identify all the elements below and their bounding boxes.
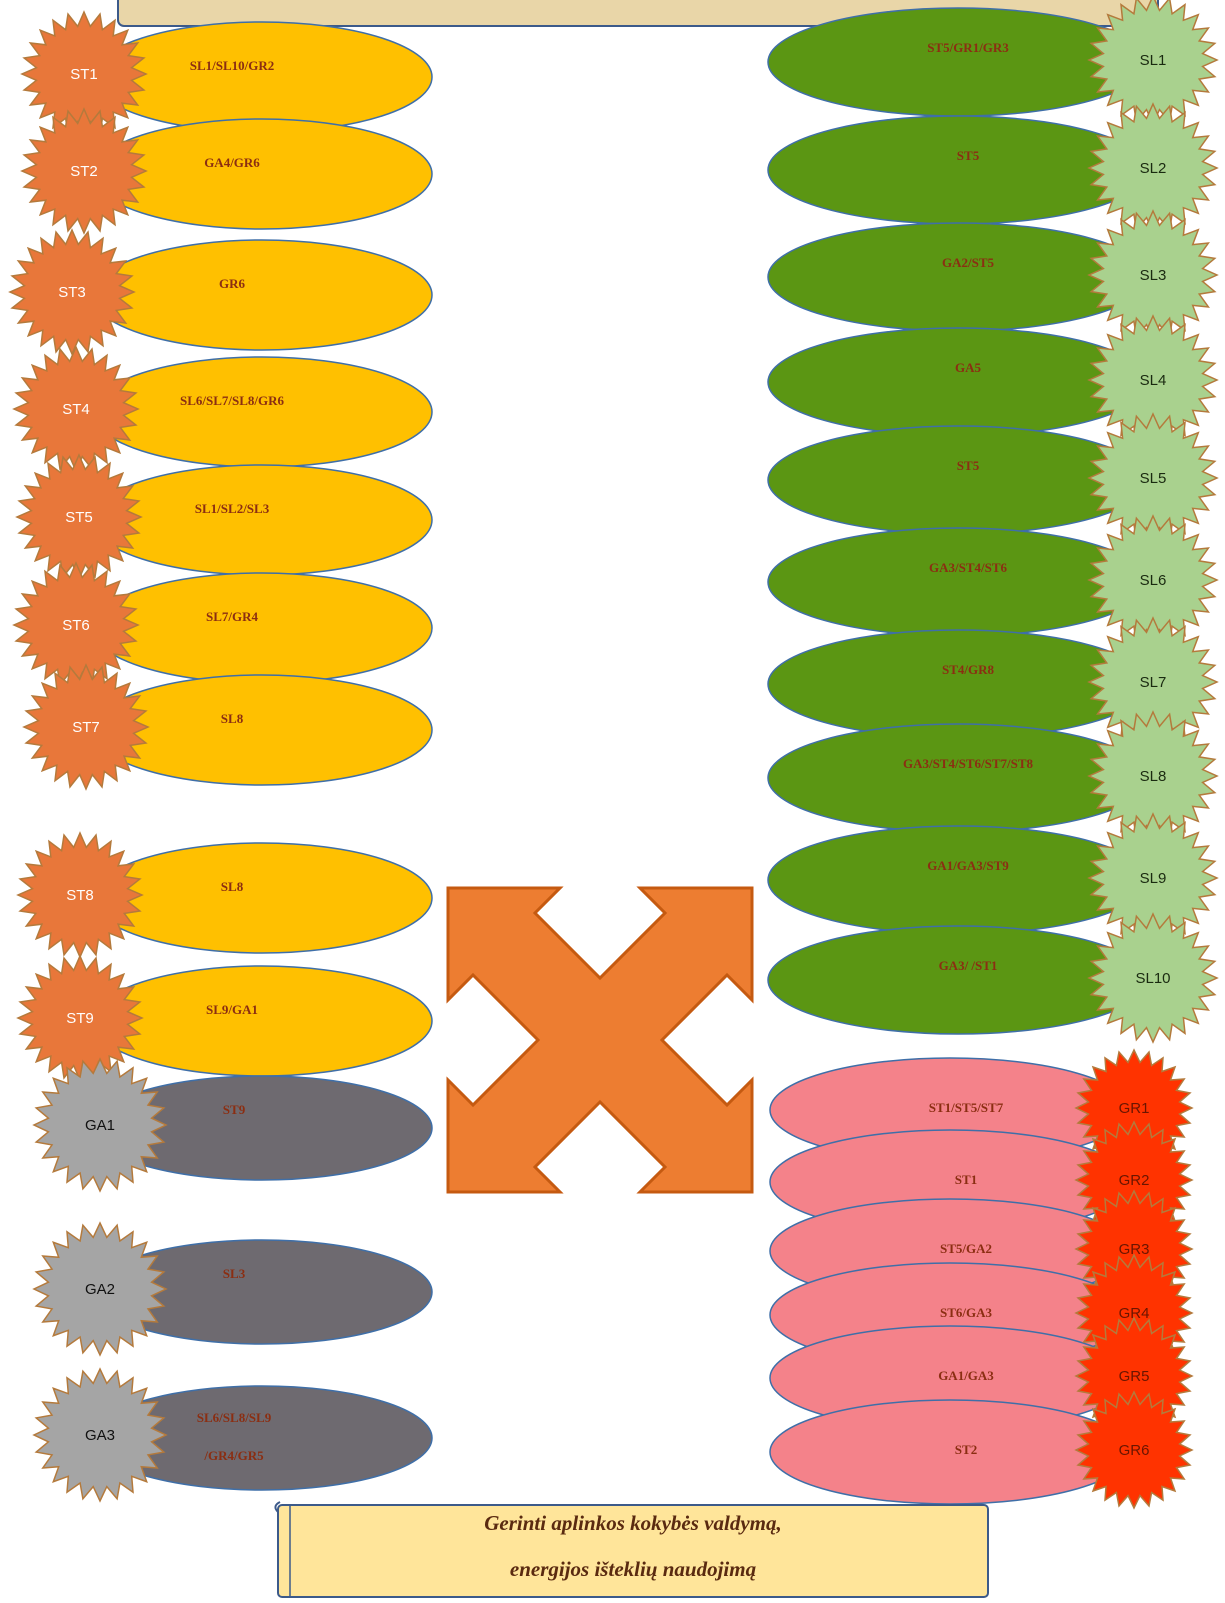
st-oval-9: SL9/GA1 — [92, 966, 432, 1076]
ga-oval-label: SL6/SL8/SL9 — [197, 1410, 272, 1425]
sl-oval-6: GA3/ST4/ST6 — [768, 528, 1148, 636]
st-star-st3: ST3 — [10, 230, 134, 354]
st-star-st2: ST2 — [22, 109, 146, 233]
sl-oval-label: GA5 — [955, 360, 982, 375]
sl-star-label: SL5 — [1140, 470, 1167, 487]
gr-oval-label: ST5/GA2 — [940, 1241, 992, 1256]
sl-star-label: SL7 — [1140, 674, 1167, 691]
sl-star-label: SL1 — [1140, 52, 1167, 69]
gr-oval-label: ST1 — [955, 1172, 977, 1187]
sl-star-label: SL4 — [1140, 372, 1167, 389]
gr-oval-label: ST1/ST5/ST7 — [929, 1100, 1004, 1115]
st-oval-label: SL9/GA1 — [206, 1002, 258, 1017]
st-oval-3: GR6 — [92, 240, 432, 350]
st-oval-label: SL1/SL2/SL3 — [195, 501, 270, 516]
gr-star-label: GR5 — [1119, 1368, 1150, 1385]
st-star-st7: ST7 — [24, 665, 148, 789]
sl-oval-3: GA2/ST5 — [768, 223, 1148, 331]
sl-star-label: SL8 — [1140, 768, 1167, 785]
st-oval-label: SL8 — [221, 879, 244, 894]
gr-oval-label: ST6/GA3 — [940, 1305, 993, 1320]
gr-oval-6: ST2 — [770, 1400, 1130, 1504]
gr-star-label: GR2 — [1119, 1172, 1150, 1189]
ga-star-label: GA3 — [85, 1427, 115, 1444]
st-oval-1: SL1/SL10/GR2 — [92, 22, 432, 132]
ga-oval-label: SL3 — [223, 1266, 246, 1281]
sl-star-label: SL3 — [1140, 267, 1167, 284]
sl-oval-label: ST5/GR1/GR3 — [927, 40, 1009, 55]
sl-star-label: SL2 — [1140, 160, 1167, 177]
sl-star-label: SL6 — [1140, 572, 1167, 589]
center-quad-arrow-shape — [448, 888, 752, 1192]
ga-star-ga3: GA3 — [34, 1369, 166, 1501]
st-star-label: ST9 — [66, 1010, 94, 1027]
sl-oval-label: ST4/GR8 — [942, 662, 995, 677]
gr-star-label: GR1 — [1119, 1100, 1150, 1117]
st-star-label: ST2 — [70, 163, 98, 180]
ga-star-ga1: GA1 — [34, 1059, 166, 1191]
st-oval-label: GR6 — [219, 276, 246, 291]
st-star-label: ST6 — [62, 617, 90, 634]
sl-star-sl10: SL10 — [1089, 914, 1217, 1042]
banner-line-1: Gerinti aplinkos kokybės valdymą, — [484, 1511, 782, 1535]
st-star-label: ST1 — [70, 66, 98, 83]
st-oval-8: SL8 — [92, 843, 432, 953]
ga-star-label: GA1 — [85, 1117, 115, 1134]
ga-star-label: GA2 — [85, 1281, 115, 1298]
st-star-label: ST4 — [62, 401, 90, 418]
sl-oval-10: GA3/ /ST1 — [768, 926, 1148, 1034]
sl-oval-2: ST5 — [768, 116, 1148, 224]
st-oval-label: SL6/SL7/SL8/GR6 — [180, 393, 285, 408]
sl-oval-label: GA3/ST4/ST6 — [929, 560, 1008, 575]
gr-oval-label: ST2 — [955, 1442, 977, 1457]
st-oval-label: SL1/SL10/GR2 — [190, 58, 275, 73]
sl-oval-4: GA5 — [768, 328, 1148, 436]
ga-star-ga2: GA2 — [34, 1223, 166, 1355]
bottom-scroll-banner: Gerinti aplinkos kokybės valdymą, energi… — [275, 1502, 988, 1597]
st-oval-4: SL6/SL7/SL8/GR6 — [92, 357, 432, 467]
st-star-label: ST3 — [58, 284, 86, 301]
sl-star-label: SL9 — [1140, 870, 1167, 887]
st-oval-label: GA4/GR6 — [204, 155, 260, 170]
st-oval-label: SL8 — [221, 711, 244, 726]
st-oval-6: SL7/GR4 — [92, 573, 432, 683]
gr-star-gr6: GR6 — [1076, 1392, 1192, 1508]
gr-star-label: GR6 — [1119, 1442, 1150, 1459]
ga-oval-label: /GR4/GR5 — [203, 1448, 264, 1463]
st-star-label: ST7 — [72, 719, 100, 736]
sl-oval-8: GA3/ST4/ST6/ST7/ST8 — [768, 724, 1148, 832]
ga-oval-label: ST9 — [223, 1102, 246, 1117]
sl-oval-label: GA3/ST4/ST6/ST7/ST8 — [903, 756, 1034, 771]
gr-oval-label: GA1/GA3 — [938, 1368, 994, 1383]
sl-oval-label: ST5 — [957, 148, 980, 163]
st-oval-2: GA4/GR6 — [92, 119, 432, 229]
st-star-st4: ST4 — [14, 347, 138, 471]
sl-oval-9: GA1/GA3/ST9 — [768, 826, 1148, 934]
st-oval-label: SL7/GR4 — [206, 609, 259, 624]
sl-oval-label: ST5 — [957, 458, 980, 473]
sl-oval-7: ST4/GR8 — [768, 630, 1148, 738]
sl-oval-label: GA1/GA3/ST9 — [927, 858, 1009, 873]
st-star-label: ST5 — [65, 509, 93, 526]
st-oval-5: SL1/SL2/SL3 — [92, 465, 432, 575]
st-star-st9: ST9 — [18, 956, 142, 1080]
banner-line-2: energijos išteklių naudojimą — [510, 1557, 756, 1581]
st-star-label: ST8 — [66, 887, 94, 904]
sl-star-label: SL10 — [1135, 970, 1170, 987]
st-star-st6: ST6 — [14, 563, 138, 687]
st-star-st5: ST5 — [17, 455, 141, 579]
sl-oval-label: GA3/ /ST1 — [939, 958, 998, 973]
sl-oval-5: ST5 — [768, 426, 1148, 534]
st-star-st8: ST8 — [18, 833, 142, 957]
sl-oval-1: ST5/GR1/GR3 — [768, 8, 1148, 116]
sl-oval-label: GA2/ST5 — [942, 255, 995, 270]
